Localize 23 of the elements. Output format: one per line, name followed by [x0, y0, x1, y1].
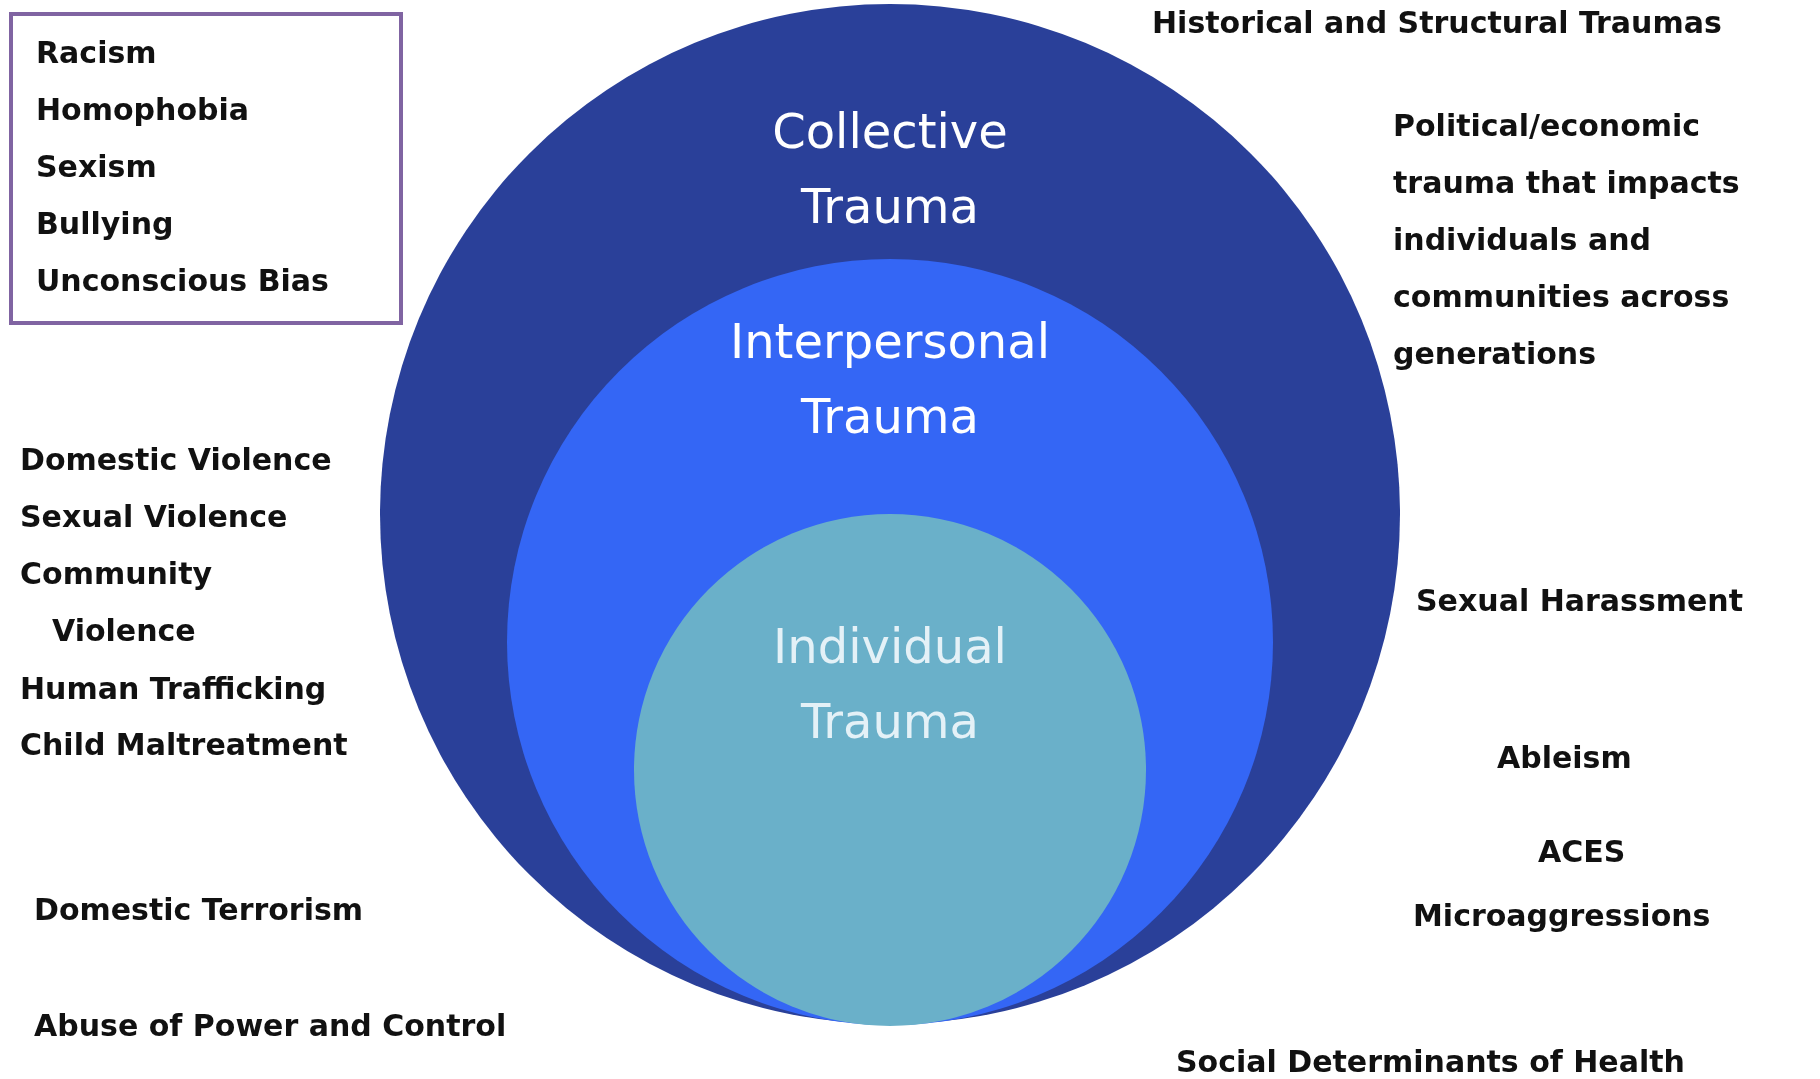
list-item-text: Unconscious Bias — [36, 262, 330, 300]
circle-title: Interpersonal Trauma — [729, 312, 1051, 446]
list-item-text: Homophobia — [36, 91, 251, 129]
category-text: Human Trafficking — [20, 670, 327, 708]
category-text: Political/economic trauma that impacts individuals and communities across generations — [1393, 107, 1741, 373]
category-text: Sexual Violence — [20, 498, 288, 536]
category-text: Historical and Structural Traumas — [1152, 4, 1722, 42]
list-item-text: Racism — [36, 34, 158, 72]
circle-title: Individual Trauma — [772, 617, 1008, 751]
category-text: Microaggressions — [1413, 897, 1711, 935]
category-text: Child Maltreatment — [20, 726, 348, 764]
list-item-text: Sexism — [36, 148, 158, 186]
list-box — [9, 12, 403, 325]
category-text: Domestic Violence — [20, 441, 332, 479]
list-item-text: Bullying — [36, 205, 175, 243]
category-text: Ableism — [1497, 739, 1632, 777]
category-text: ACES — [1538, 833, 1626, 871]
category-text: Community Violence — [20, 555, 214, 650]
category-text: Social Determinants of Health — [1176, 1043, 1685, 1079]
category-text: Sexual Harassment — [1416, 582, 1744, 620]
category-text: Abuse of Power and Control — [34, 1007, 507, 1045]
circle-title: Collective Trauma — [771, 102, 1009, 236]
category-text: Domestic Terrorism — [34, 891, 364, 929]
